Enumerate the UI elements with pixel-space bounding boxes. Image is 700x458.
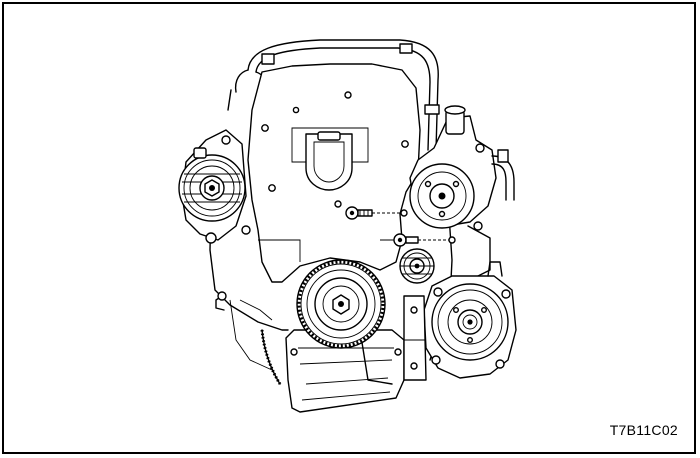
upper-hose (227, 39, 440, 151)
flywheel-edge (260, 329, 282, 385)
timing-belt-cover (247, 63, 421, 283)
oil-pan (285, 329, 405, 413)
alternator (178, 129, 247, 244)
hose-clamp (261, 53, 275, 65)
bolt-icon (345, 206, 373, 220)
bolt-icon (393, 233, 419, 247)
tensioner-bolts (345, 206, 456, 247)
crankshaft-pulley (296, 259, 386, 349)
lower-bracket (403, 295, 427, 381)
hose-clamp (399, 43, 413, 54)
crank-pulley-teeth (297, 260, 385, 348)
hose-clamp (424, 104, 440, 115)
idler-pulley (399, 248, 435, 284)
figure-code: T7B11C02 (609, 422, 678, 438)
ac-compressor (423, 261, 517, 379)
power-steering-pump (409, 105, 515, 279)
alternator-pivot-bolt (205, 232, 217, 244)
